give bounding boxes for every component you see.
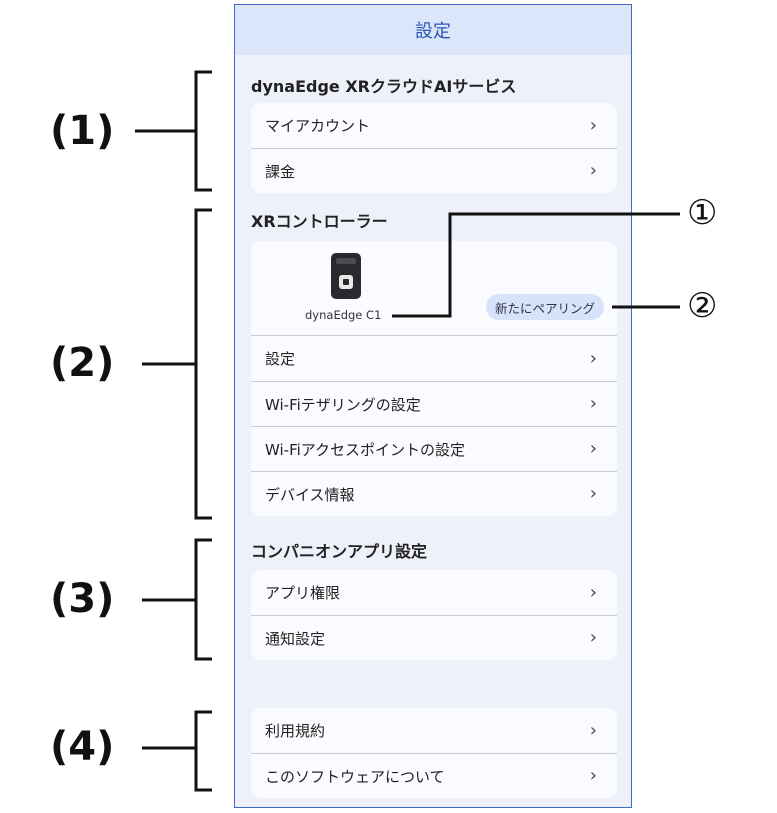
chevron-right-icon: ›	[589, 581, 597, 603]
menu-item-notification-settings[interactable]: 通知設定 ›	[251, 615, 617, 660]
pair-new-button[interactable]: 新たにペアリング	[486, 294, 604, 320]
menu-item-controller-settings[interactable]: 設定 ›	[251, 336, 617, 381]
menu-item-terms-of-use[interactable]: 利用規約 ›	[251, 708, 617, 753]
menu-item-label: このソフトウェアについて	[265, 767, 445, 786]
chevron-right-icon: ›	[589, 160, 597, 181]
section-title-controller: XRコントローラー	[251, 212, 388, 231]
about-card: 利用規約 › このソフトウェアについて ›	[251, 708, 617, 798]
chevron-right-icon: ›	[589, 765, 597, 786]
menu-item-app-permissions[interactable]: アプリ権限 ›	[251, 570, 617, 615]
cloud-card: マイアカウント › 課金 ›	[251, 103, 617, 193]
callout-label-1: ①	[687, 193, 718, 233]
menu-item-label: マイアカウント	[265, 117, 371, 135]
bracket-group-3	[194, 538, 212, 661]
device-image	[331, 253, 361, 299]
menu-item-about-software[interactable]: このソフトウェアについて ›	[251, 753, 617, 798]
chevron-right-icon: ›	[589, 347, 597, 369]
bracket-group-4	[194, 710, 212, 792]
menu-item-label: 通知設定	[265, 629, 326, 648]
menu-item-label: 課金	[265, 162, 296, 181]
callout-line-1	[392, 212, 680, 318]
menu-item-label: 利用規約	[265, 722, 326, 740]
chevron-right-icon: ›	[589, 438, 597, 459]
menu-item-wifi-access-point[interactable]: Wi-Fiアクセスポイントの設定 ›	[251, 426, 617, 471]
menu-item-wifi-tethering[interactable]: Wi-Fiテザリングの設定 ›	[251, 381, 617, 426]
annotation-label-group-1: (1)	[50, 108, 115, 154]
menu-item-label: デバイス情報	[265, 485, 355, 504]
annotation-label-group-4: (4)	[50, 724, 115, 770]
controller-card: dynaEdge C1 新たにペアリング 設定 › Wi-Fiテザリングの設定 …	[251, 241, 617, 516]
device-name: dynaEdge C1	[305, 308, 382, 322]
bracket-group-2	[194, 208, 212, 520]
page-title: 設定	[235, 5, 631, 55]
menu-item-label: アプリ権限	[265, 584, 341, 602]
bracket-group-1	[194, 70, 212, 192]
chevron-right-icon: ›	[589, 114, 597, 136]
menu-item-label: 設定	[265, 350, 296, 368]
menu-item-label: Wi-Fiテザリングの設定	[265, 395, 421, 414]
chevron-right-icon: ›	[589, 483, 597, 504]
chevron-right-icon: ›	[589, 393, 597, 414]
chevron-right-icon: ›	[589, 719, 597, 741]
menu-item-my-account[interactable]: マイアカウント ›	[251, 103, 617, 148]
settings-screen: 設定 dynaEdge XRクラウドAIサービス マイアカウント › 課金 › …	[234, 4, 632, 808]
device-panel: dynaEdge C1 新たにペアリング	[251, 241, 617, 336]
menu-item-device-info[interactable]: デバイス情報 ›	[251, 471, 617, 516]
menu-item-label: Wi-Fiアクセスポイントの設定	[265, 440, 466, 459]
callout-label-2: ②	[687, 286, 718, 326]
companion-card: アプリ権限 › 通知設定 ›	[251, 570, 617, 660]
chevron-right-icon: ›	[589, 627, 597, 648]
annotation-label-group-2: (2)	[50, 340, 115, 386]
menu-item-billing[interactable]: 課金 ›	[251, 148, 617, 193]
section-title-cloud: dynaEdge XRクラウドAIサービス	[251, 77, 517, 96]
section-title-companion: コンパニオンアプリ設定	[251, 542, 428, 561]
annotation-label-group-3: (3)	[50, 576, 115, 622]
